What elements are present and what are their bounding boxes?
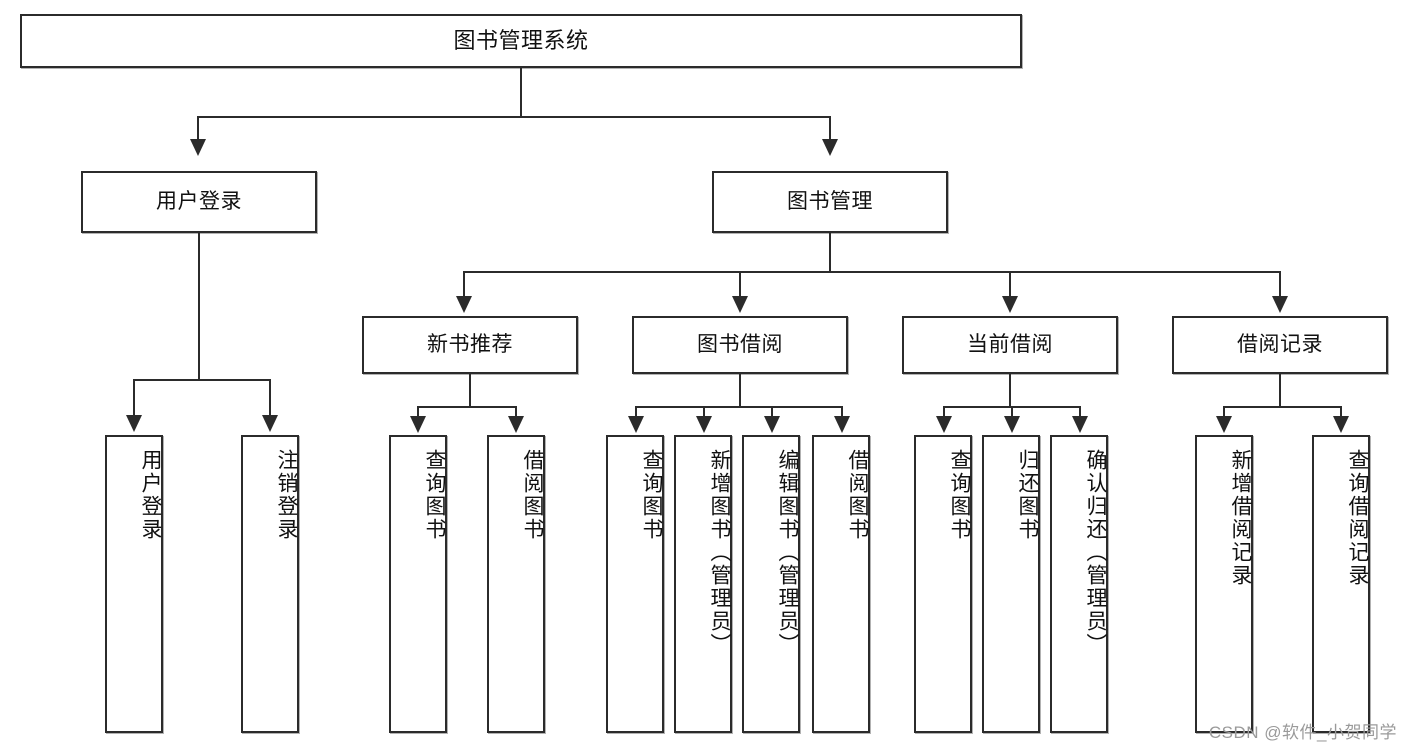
node-label: 新增图书（管理员）: [708, 449, 731, 656]
arrowhead-leaf-user-login: [126, 415, 142, 432]
node-label: 借阅记录: [1237, 332, 1323, 356]
connector-drop-book-borrow: [739, 271, 741, 298]
node-label: 归还图书: [1016, 449, 1039, 541]
leaf-logout[interactable]: 注销登录: [241, 435, 299, 733]
node-label: 查询图书: [423, 449, 446, 541]
connector-drop-leaf-user-login: [133, 379, 135, 417]
node-label: 借阅图书: [846, 449, 869, 541]
connector-drop-nb-query: [417, 406, 419, 418]
connector-drop-cb-query: [943, 406, 945, 418]
connector-drop-borrow-record: [1279, 271, 1281, 298]
arrowhead-bb-query: [628, 416, 644, 433]
connector-current-borrow-stem: [1009, 374, 1011, 406]
connector-drop-new-book: [463, 271, 465, 298]
arrowhead-cb-return: [1004, 416, 1020, 433]
leaf-borrow-book[interactable]: 借阅图书: [812, 435, 870, 733]
connector-drop-leaf-logout: [269, 379, 271, 417]
leaf-confirm-return-admin[interactable]: 确认归还（管理员）: [1050, 435, 1108, 733]
arrowhead-book-borrow: [732, 296, 748, 313]
leaf-borrow-book-new[interactable]: 借阅图书: [487, 435, 545, 733]
connector-book-borrow-stem: [739, 374, 741, 406]
node-label: 注销登录: [275, 449, 298, 541]
node-label: 用户登录: [139, 449, 162, 541]
arrowhead-user-login: [190, 139, 206, 156]
leaf-user-login[interactable]: 用户登录: [105, 435, 163, 733]
leaf-query-book-current[interactable]: 查询图书: [914, 435, 972, 733]
leaf-return-book[interactable]: 归还图书: [982, 435, 1040, 733]
node-label: 借阅图书: [521, 449, 544, 541]
connector-new-book-stem: [469, 374, 471, 406]
arrowhead-new-book: [456, 296, 472, 313]
node-label: 查询图书: [948, 449, 971, 541]
node-book-borrow[interactable]: 图书借阅: [632, 316, 848, 374]
connector-drop-user-login: [197, 116, 199, 141]
node-label: 查询图书: [640, 449, 663, 541]
connector-level2-bus: [463, 271, 1281, 273]
connector-drop-book-manage: [829, 116, 831, 141]
connector-drop-current-borrow: [1009, 271, 1011, 298]
node-label: 确认归还（管理员）: [1084, 449, 1107, 656]
arrowhead-cb-confirm: [1072, 416, 1088, 433]
connector-user-login-bus: [133, 379, 270, 381]
connector-user-login-stem: [198, 233, 200, 379]
connector-drop-br-query: [1340, 406, 1342, 418]
connector-level1-bus: [197, 116, 831, 118]
leaf-query-borrow-record[interactable]: 查询借阅记录: [1312, 435, 1370, 733]
connector-drop-nb-borrow: [515, 406, 517, 418]
node-label: 用户登录: [156, 189, 242, 213]
arrowhead-br-add: [1216, 416, 1232, 433]
leaf-add-borrow-record[interactable]: 新增借阅记录: [1195, 435, 1253, 733]
arrowhead-bb-add: [696, 416, 712, 433]
arrowhead-current-borrow: [1002, 296, 1018, 313]
node-label: 新书推荐: [427, 332, 513, 356]
leaf-query-book-borrow[interactable]: 查询图书: [606, 435, 664, 733]
arrowhead-br-query: [1333, 416, 1349, 433]
node-book-management[interactable]: 图书管理: [712, 171, 948, 233]
node-label: 编辑图书（管理员）: [776, 449, 799, 656]
arrowhead-book-manage: [822, 139, 838, 156]
connector-new-book-bus: [417, 406, 516, 408]
arrowhead-cb-query: [936, 416, 952, 433]
leaf-add-book-admin[interactable]: 新增图书（管理员）: [674, 435, 732, 733]
connector-drop-br-add: [1223, 406, 1225, 418]
arrowhead-bb-borrow: [834, 416, 850, 433]
arrowhead-borrow-record: [1272, 296, 1288, 313]
node-label: 查询借阅记录: [1346, 449, 1369, 587]
connector-book-manage-stem: [829, 233, 831, 271]
node-label: 图书借阅: [697, 332, 783, 356]
connector-book-borrow-bus: [635, 406, 843, 408]
arrowhead-nb-borrow: [508, 416, 524, 433]
arrowhead-leaf-logout: [262, 415, 278, 432]
connector-drop-cb-return: [1011, 406, 1013, 418]
connector-drop-bb-add: [703, 406, 705, 418]
leaf-edit-book-admin[interactable]: 编辑图书（管理员）: [742, 435, 800, 733]
connector-drop-bb-query: [635, 406, 637, 418]
node-borrow-record[interactable]: 借阅记录: [1172, 316, 1388, 374]
node-user-login[interactable]: 用户登录: [81, 171, 317, 233]
leaf-query-book-new[interactable]: 查询图书: [389, 435, 447, 733]
arrowhead-bb-edit: [764, 416, 780, 433]
connector-root-stem: [520, 68, 522, 116]
node-label: 当前借阅: [967, 332, 1053, 356]
node-root-library-system[interactable]: 图书管理系统: [20, 14, 1022, 68]
connector-drop-cb-confirm: [1079, 406, 1081, 418]
connector-drop-bb-edit: [771, 406, 773, 418]
connector-borrow-record-bus: [1223, 406, 1341, 408]
connector-drop-bb-borrow: [841, 406, 843, 418]
node-new-book-recommend[interactable]: 新书推荐: [362, 316, 578, 374]
node-label: 图书管理系统: [453, 28, 589, 54]
node-label: 图书管理: [787, 189, 873, 213]
node-current-borrow[interactable]: 当前借阅: [902, 316, 1118, 374]
arrowhead-nb-query: [410, 416, 426, 433]
connector-borrow-record-stem: [1279, 374, 1281, 406]
node-label: 新增借阅记录: [1229, 449, 1252, 587]
